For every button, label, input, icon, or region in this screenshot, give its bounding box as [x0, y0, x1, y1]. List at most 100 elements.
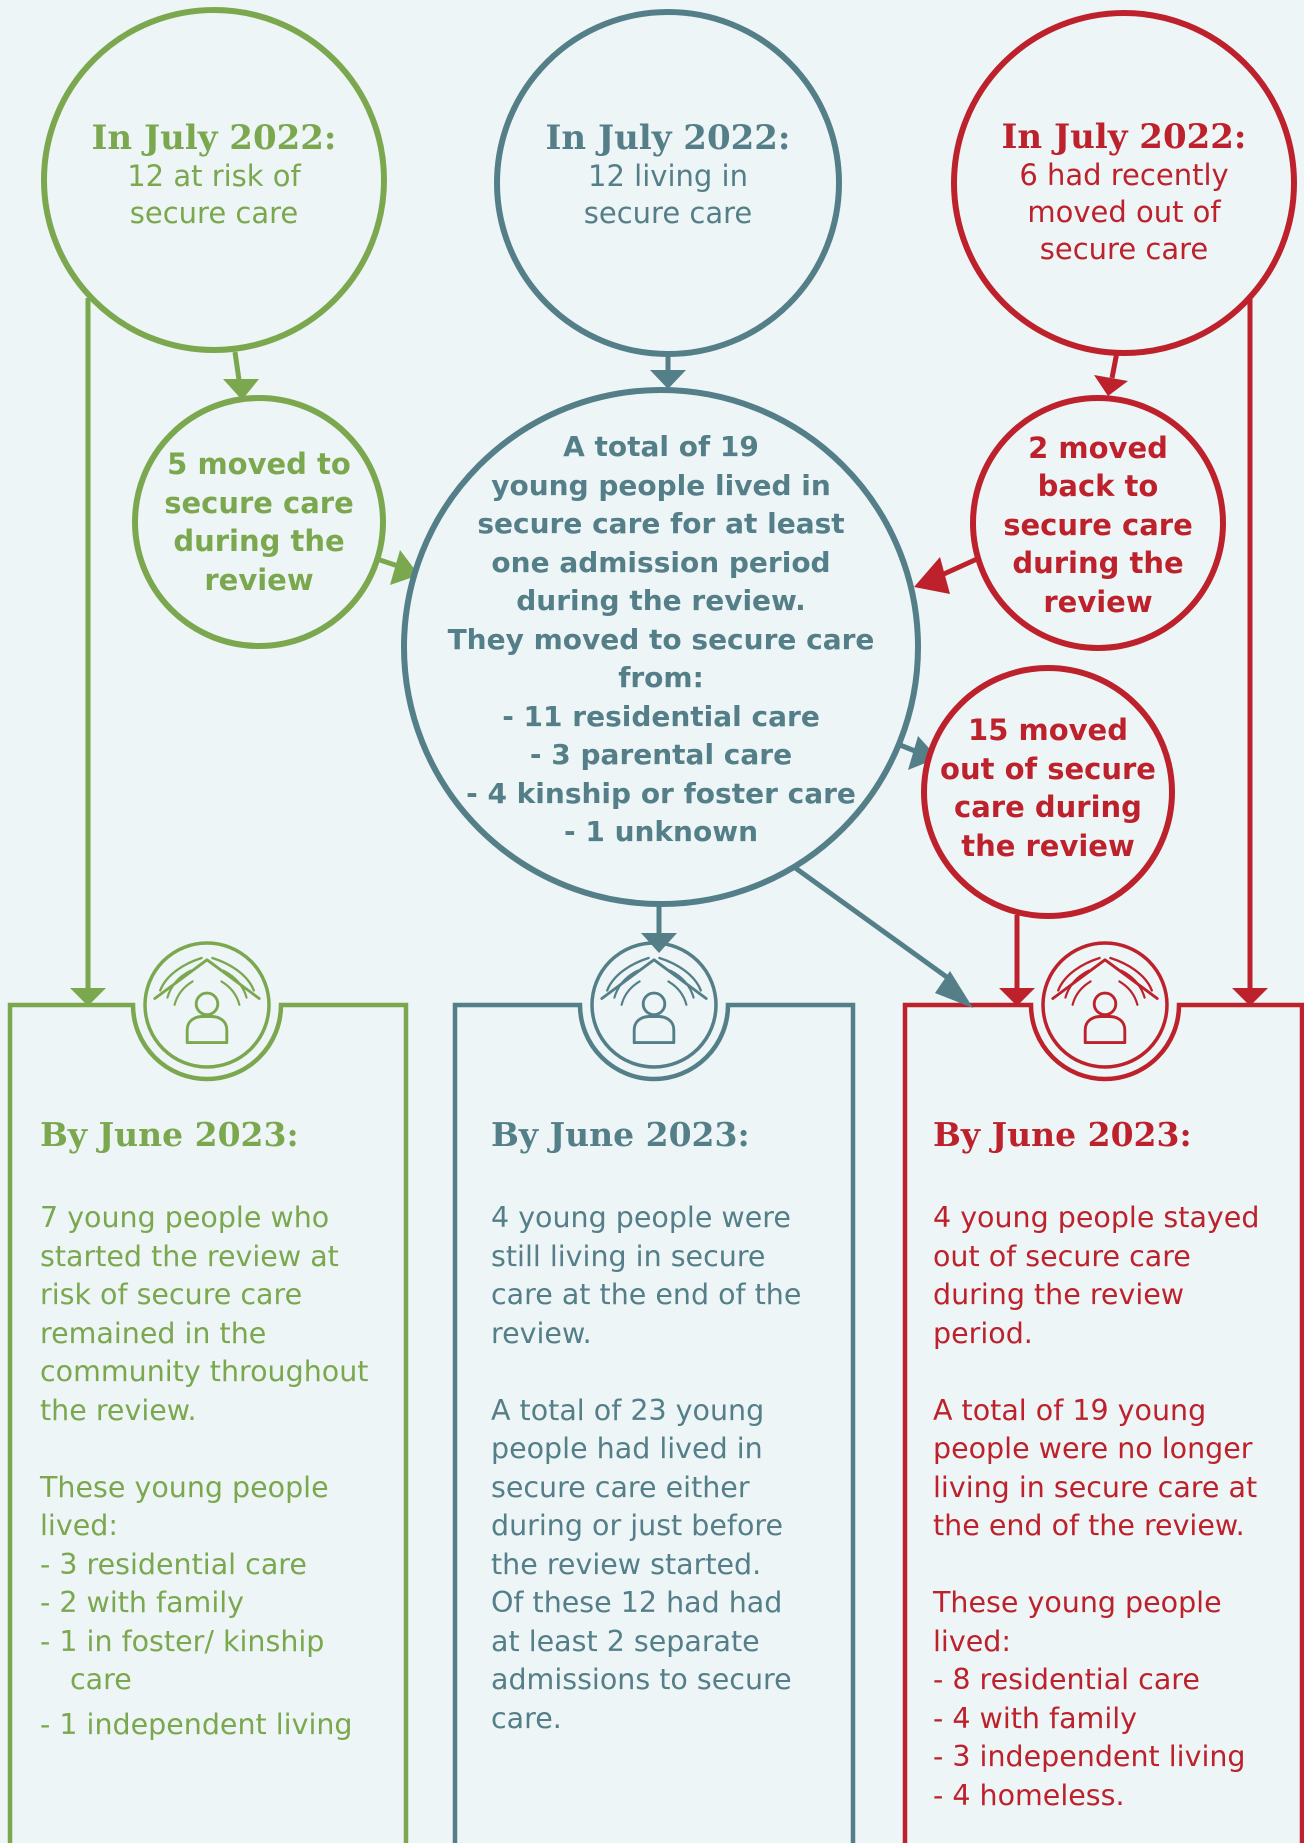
- box-middle-line: A total of 23 young: [491, 1393, 765, 1427]
- box-middle-icon: [590, 941, 718, 1069]
- box-right-line: - 4 homeless.: [933, 1778, 1125, 1812]
- center-circle-text: A total of 19 young people lived in secu…: [441, 428, 881, 852]
- center-line: - 1 unknown: [563, 815, 759, 849]
- box-right-line: - 3 independent living: [933, 1740, 1246, 1773]
- box-left-line: These young people: [40, 1470, 329, 1504]
- box-left-line: lived:: [40, 1509, 118, 1542]
- box-left-line: risk of secure care: [40, 1278, 303, 1311]
- box-left-text: By June 2023: 7 young people who started…: [40, 1115, 400, 1744]
- box-right-heading: By June 2023:: [933, 1115, 1192, 1154]
- top-right-line: moved out of: [1027, 194, 1221, 229]
- circle-top-middle: [494, 9, 842, 357]
- box-middle-line: admissions to secure: [491, 1663, 792, 1696]
- side-right-upper-line: 2 moved: [1028, 430, 1168, 465]
- circle-side-right-lower: [921, 665, 1175, 919]
- side-right-lower-line: care during: [954, 790, 1142, 824]
- box-left-line: community throughout: [40, 1355, 369, 1388]
- connector-right-vertical: [1232, 298, 1268, 1006]
- box-middle-line: Of these 12 had had: [491, 1586, 783, 1619]
- box-middle-text: By June 2023: 4 young people were still …: [491, 1115, 846, 1738]
- box-right-line: out of secure care: [933, 1239, 1191, 1273]
- connector-lower-right-to-right-box: [999, 915, 1035, 1006]
- connector-center-to-lower-right: [899, 736, 938, 770]
- circle-top-right: [951, 10, 1297, 356]
- box-middle-line: care at the end of the: [491, 1278, 802, 1311]
- box-middle-line: at least 2 separate: [491, 1624, 760, 1658]
- center-line: They moved to secure care: [447, 622, 875, 656]
- side-left-line: review: [204, 562, 314, 597]
- box-left-list: - 3 residential care - 2 with family - 1…: [40, 1546, 400, 1745]
- side-left-line: 5 moved to: [167, 447, 351, 481]
- box-left-line: the review.: [40, 1393, 197, 1427]
- box-right-line: A total of 19 young: [933, 1393, 1207, 1427]
- box-middle-line: 4 young people were: [491, 1201, 791, 1234]
- circle-side-left: [132, 395, 386, 649]
- box-right-frame: [902, 1002, 1304, 1843]
- center-line: - 3 parental care: [529, 738, 793, 772]
- center-line: one admission period: [491, 545, 831, 579]
- top-right-circle-text: In July 2022: 6 had recently moved out o…: [974, 102, 1274, 282]
- top-right-heading: In July 2022:: [1001, 116, 1247, 157]
- box-left-line: 7 young people who: [40, 1201, 330, 1234]
- connector-center-to-right-box: [792, 864, 973, 1008]
- box-left-icon: [143, 941, 271, 1069]
- top-left-circle-text: In July 2022: 12 at risk of secure care: [64, 100, 364, 250]
- box-middle-line: still living in secure: [491, 1239, 766, 1273]
- side-right-upper-circle-text: 2 moved back to secure care during the r…: [978, 427, 1218, 623]
- top-right-line: secure care: [1039, 231, 1209, 266]
- box-middle-heading: By June 2023:: [491, 1115, 750, 1154]
- box-middle-line: care.: [491, 1701, 562, 1735]
- box-right-line: the end of the review.: [933, 1509, 1245, 1542]
- box-right-line: - 8 residential care: [933, 1663, 1200, 1696]
- top-middle-line: secure care: [583, 196, 753, 230]
- box-middle-line: people had lived in: [491, 1432, 763, 1465]
- top-left-line: 12 at risk of: [127, 159, 301, 193]
- list-item: - 3 residential care: [40, 1547, 307, 1581]
- list-item: - 1 in foster/ kinship care: [40, 1624, 325, 1697]
- connector-side-right-to-center: [914, 556, 979, 594]
- list-item: - 2 with family: [40, 1586, 245, 1619]
- connector-center-to-middle-box: [641, 903, 677, 953]
- box-right-icon: [1041, 941, 1169, 1069]
- side-right-upper-line: back to: [1037, 469, 1159, 504]
- top-left-heading: In July 2022:: [91, 118, 337, 158]
- box-left-line: remained in the: [40, 1316, 267, 1350]
- box-right-line: These young people: [933, 1586, 1222, 1619]
- box-right-line: period.: [933, 1316, 1033, 1350]
- box-right-line: lived:: [933, 1624, 1011, 1658]
- box-middle-line: secure care either: [491, 1470, 750, 1504]
- connector-top-left-to-side-left: [223, 351, 259, 400]
- center-line: young people lived in: [491, 468, 831, 502]
- center-line: from:: [618, 661, 704, 695]
- center-line: - 11 residential care: [502, 699, 820, 733]
- box-right-line: - 4 with family: [933, 1701, 1138, 1735]
- connector-top-middle-to-center: [650, 354, 686, 389]
- box-left-frame: [7, 1002, 409, 1843]
- side-right-upper-line: during the: [1012, 546, 1184, 581]
- box-left-heading: By June 2023:: [40, 1115, 299, 1154]
- center-line: A total of 19: [563, 430, 759, 464]
- center-line: during the review.: [516, 584, 806, 618]
- side-right-upper-line: secure care: [1003, 507, 1193, 542]
- box-middle-line: the review started.: [491, 1547, 762, 1581]
- top-left-line: secure care: [129, 196, 299, 230]
- side-left-line: during the: [173, 524, 345, 558]
- top-middle-line: 12 living in: [588, 159, 748, 193]
- list-item: - 1 independent living: [40, 1707, 353, 1741]
- circle-side-right-upper: [970, 395, 1226, 651]
- side-right-lower-line: out of secure: [940, 751, 1156, 786]
- box-right-line: living in secure care at: [933, 1470, 1258, 1504]
- circle-center: [401, 387, 921, 907]
- side-right-upper-line: review: [1043, 584, 1153, 619]
- top-middle-heading: In July 2022:: [545, 118, 791, 158]
- side-left-circle-text: 5 moved to secure care during the review: [139, 442, 379, 602]
- side-left-line: secure care: [164, 485, 354, 520]
- side-right-lower-circle-text: 15 moved out of secure care during the r…: [933, 708, 1163, 868]
- connector-top-right-to-side-right: [1094, 351, 1128, 396]
- box-right-line: people were no longer: [933, 1432, 1253, 1465]
- connector-left-vertical: [70, 298, 106, 1006]
- circle-top-left: [41, 7, 387, 353]
- side-right-lower-line: the review: [961, 828, 1135, 863]
- box-right-text: By June 2023: 4 young people stayed out …: [933, 1115, 1299, 1815]
